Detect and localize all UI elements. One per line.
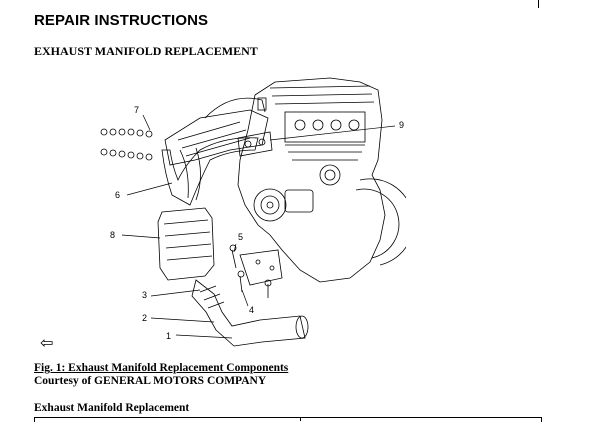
left-arrow-icon: ⇦: [40, 333, 54, 352]
top-rule: [538, 0, 539, 8]
back-navigation-button[interactable]: ⇦: [40, 333, 54, 352]
nuts-row-lower: [100, 148, 153, 161]
callout-1: 1: [166, 331, 171, 341]
engine-block: [237, 77, 386, 283]
callout-3: 3: [142, 290, 147, 300]
manifold-gasket: [237, 131, 273, 157]
procedure-title: EXHAUST MANIFOLD REPLACEMENT: [34, 44, 258, 58]
front-pipe: [191, 279, 306, 347]
callout-6: 6: [115, 190, 120, 200]
figure-caption: Fig. 1: Exhaust Manifold Replacement Com…: [34, 362, 289, 374]
procedure-table: [34, 417, 542, 422]
callout-9: 9: [399, 120, 404, 130]
callout-2: 2: [142, 313, 147, 323]
exhaust-manifold: [161, 137, 259, 206]
callout-7: 7: [134, 105, 139, 115]
exhaust-manifold-illustration: 7 9 6 8 5 3 4 2 1: [100, 77, 406, 347]
figure-credit: Courtesy of GENERAL MOTORS COMPANY: [34, 375, 267, 387]
page-title: REPAIR INSTRUCTIONS: [34, 12, 209, 29]
catalytic-converter: [157, 207, 215, 281]
callout-8: 8: [110, 230, 115, 240]
section-title: Exhaust Manifold Replacement: [34, 402, 190, 414]
nuts-row-upper: [100, 128, 153, 138]
table-column-divider: [300, 417, 301, 421]
callout-5: 5: [238, 232, 243, 242]
callout-4: 4: [249, 305, 254, 315]
